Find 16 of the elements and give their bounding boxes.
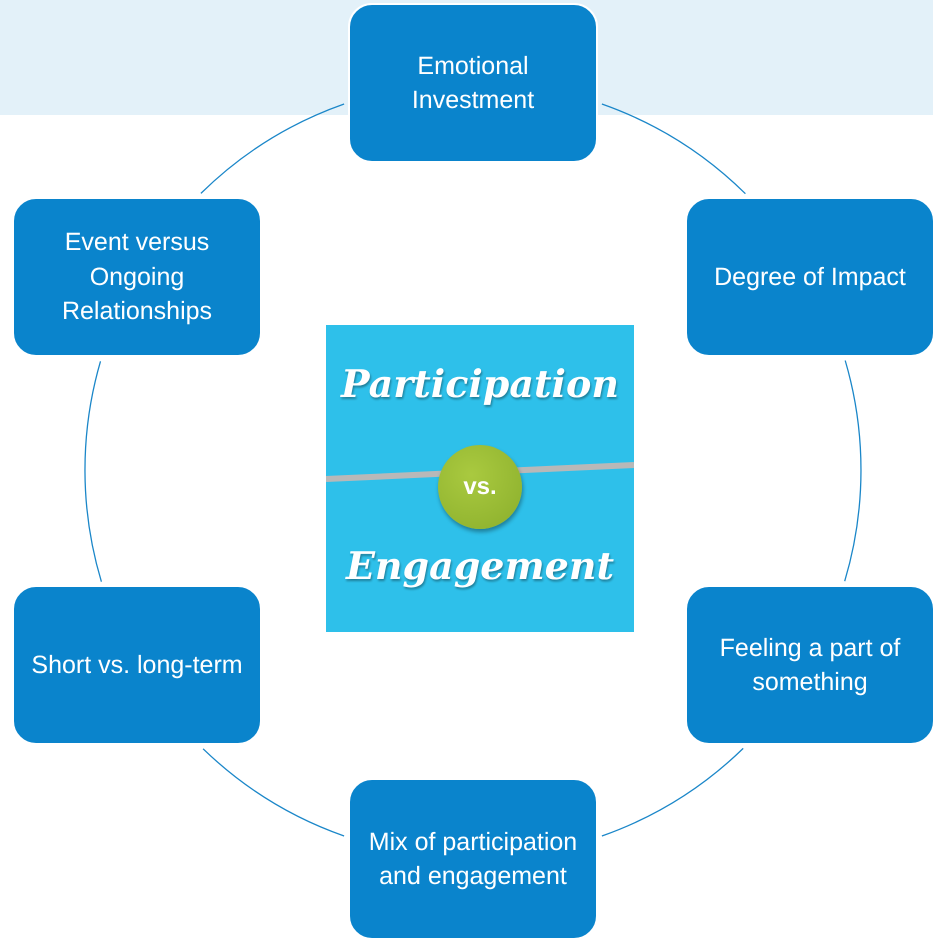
vs-badge: vs. [438, 445, 522, 529]
topic-box: Mix of participation and engagement [348, 778, 598, 938]
topic-box: Short vs. long-term [12, 585, 262, 745]
title-text: Engagement [344, 543, 616, 588]
connector-arc [202, 748, 344, 837]
connector-arc [602, 103, 746, 194]
topic-box: Feeling a part of something [685, 585, 933, 745]
topic-box: Emotional Investment [348, 3, 598, 163]
topic-box: Event versus Ongoing Relationships [12, 197, 262, 357]
connector-arc [200, 103, 344, 194]
connector-arc [84, 361, 102, 582]
title-text: Participation [339, 361, 620, 406]
topic-box: Degree of Impact [685, 197, 933, 357]
connector-arc [602, 748, 744, 837]
picture-tile [326, 325, 634, 632]
connector-arc [844, 360, 862, 582]
